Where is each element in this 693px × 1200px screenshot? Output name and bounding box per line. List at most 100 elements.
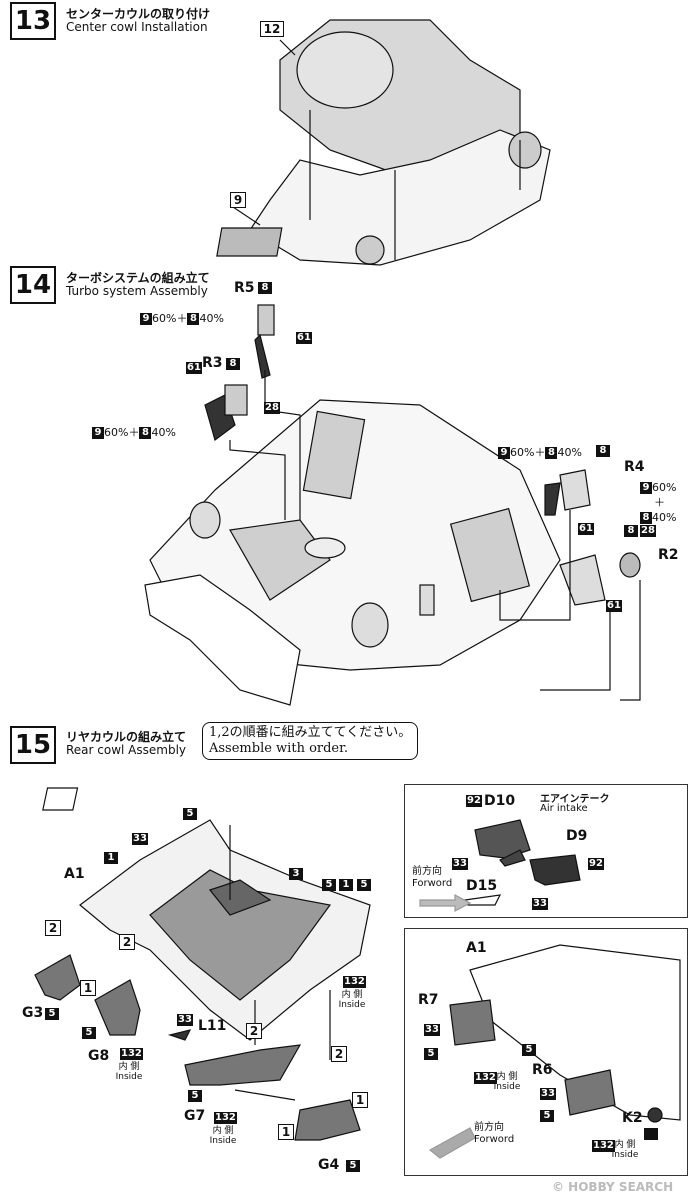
inside-en: Inside [209, 1136, 237, 1146]
part-33-box: 33 [424, 1024, 440, 1036]
part-g4-label: G4 [318, 1157, 340, 1173]
rear-wing-panel [404, 928, 688, 1176]
mix-pct-b: 40% [151, 426, 176, 439]
inside-note: 内 側 Inside [208, 1126, 238, 1146]
turbo-system-drawing [144, 304, 641, 706]
part-28-box: 28 [264, 402, 280, 414]
part-g3-label: G3 [22, 1005, 44, 1021]
order-note: 1,2の順番に組み立ててください。 Assemble with order. [202, 722, 419, 760]
mix-pct-b: 40% [557, 446, 582, 459]
inside-note: 内 側 Inside [114, 1062, 144, 1082]
color-8-box: 8 [187, 313, 200, 325]
part-5-box: 5 [346, 1160, 360, 1172]
part-33-box: 33 [177, 1014, 193, 1026]
order-1-marker: 1 [278, 1124, 294, 1140]
order-2-marker: 2 [119, 934, 135, 950]
rear-cowl-drawing [34, 787, 371, 1141]
part-61-box: 61 [578, 523, 594, 535]
forward-jp: 前方向 [412, 866, 442, 877]
step-15-number: 15 [10, 726, 56, 764]
part-5-box: 5 [540, 1110, 554, 1122]
inside-note: 内 側 Inside [337, 990, 367, 1010]
part-g7-label: G7 [184, 1108, 206, 1124]
order-2-marker: 2 [45, 920, 61, 936]
inside-jp: 内 側 [212, 1126, 234, 1136]
step-13-number: 13 [10, 2, 56, 40]
mix-pct-d: 40% [652, 511, 677, 524]
part-k2-label: K2 [622, 1110, 643, 1126]
watermark: © HOBBY SEARCH [552, 1180, 674, 1194]
inside-note: 内 側 Inside [610, 1140, 640, 1160]
part-5-box: 5 [183, 808, 197, 820]
part-d10-label: D10 [484, 793, 516, 809]
step-13-title-en: Center cowl Installation [66, 20, 208, 34]
color-8-box: 8 [545, 447, 558, 459]
part-61-box: 61 [296, 332, 312, 344]
part-3-box: 3 [289, 868, 303, 880]
part-5-box: 5 [424, 1048, 438, 1060]
part-r3-label: R3 [202, 355, 223, 371]
color-9-box: 9 [640, 482, 652, 494]
inside-en: Inside [611, 1150, 639, 1160]
mix-plus: ＋ [654, 496, 665, 509]
step-15-title-en: Rear cowl Assembly [66, 743, 187, 757]
inside-en: Inside [493, 1082, 521, 1092]
part-28-box [644, 1128, 658, 1140]
air-intake-panel [404, 784, 688, 918]
inside-jp: 内 側 [341, 990, 363, 1000]
part-8-box: 8 [624, 525, 638, 537]
part-61-box: 61 [606, 600, 622, 612]
part-8-box: 8 [258, 282, 272, 294]
air-intake-title-en: Air intake [540, 803, 588, 814]
part-132-box: 132 [214, 1112, 237, 1124]
air-intake-detail [419, 819, 581, 912]
part-r4-label: R4 [624, 459, 645, 475]
part-1-box: 1 [104, 852, 118, 864]
forward-jp: 前方向 [474, 1122, 504, 1133]
order-2-marker: 2 [331, 1046, 347, 1062]
part-l11-label: L11 [198, 1018, 227, 1034]
air-intake-title-jp: エアインテーク [540, 794, 610, 805]
forward-en: Forword [412, 878, 453, 889]
inside-jp: 内 側 [118, 1062, 140, 1072]
order-2-marker: 2 [246, 1023, 262, 1039]
inside-en: Inside [115, 1072, 143, 1082]
part-r2-label: R2 [658, 547, 679, 563]
part-5-box: 5 [45, 1008, 59, 1020]
forward-en: Forword [474, 1134, 515, 1145]
order-note-jp: 1,2の順番に組み立ててください。 [209, 725, 412, 740]
part-r7-label: R7 [418, 992, 439, 1008]
part-g8-label: G8 [88, 1048, 110, 1064]
part-33-box: 33 [132, 833, 148, 845]
color-8-box: 8 [640, 512, 652, 524]
color-9-box: 9 [498, 447, 510, 459]
part-132-box: 132 [474, 1072, 497, 1084]
part-61-box: 61 [186, 362, 202, 374]
part-92-box: 92 [466, 795, 482, 807]
part-28-box: 28 [640, 525, 656, 537]
part-12-label: 12 [260, 21, 284, 37]
part-8-box: 8 [596, 445, 610, 457]
part-5-box: 5 [322, 879, 336, 891]
color-9-box: 9 [140, 313, 152, 325]
step-14-title-jp: ターボシステムの組み立て [66, 271, 210, 285]
mix-pct-a: 60%＋ [510, 446, 546, 459]
part-1-box: 1 [339, 879, 353, 891]
forward-note: 前方向 Forword [412, 866, 458, 890]
part-8-box: 8 [226, 358, 240, 370]
inside-jp: 内 側 [614, 1140, 636, 1150]
part-132-box: 132 [343, 976, 366, 988]
order-1-marker: 1 [80, 980, 96, 996]
rear-wing-detail [428, 944, 681, 1159]
inside-jp: 内 側 [496, 1072, 518, 1082]
center-cowl-drawing [216, 19, 551, 266]
part-33-box: 33 [532, 898, 548, 910]
part-9-label: 9 [230, 192, 246, 208]
part-33-box: 33 [540, 1088, 556, 1100]
part-a1-label: A1 [64, 866, 85, 882]
